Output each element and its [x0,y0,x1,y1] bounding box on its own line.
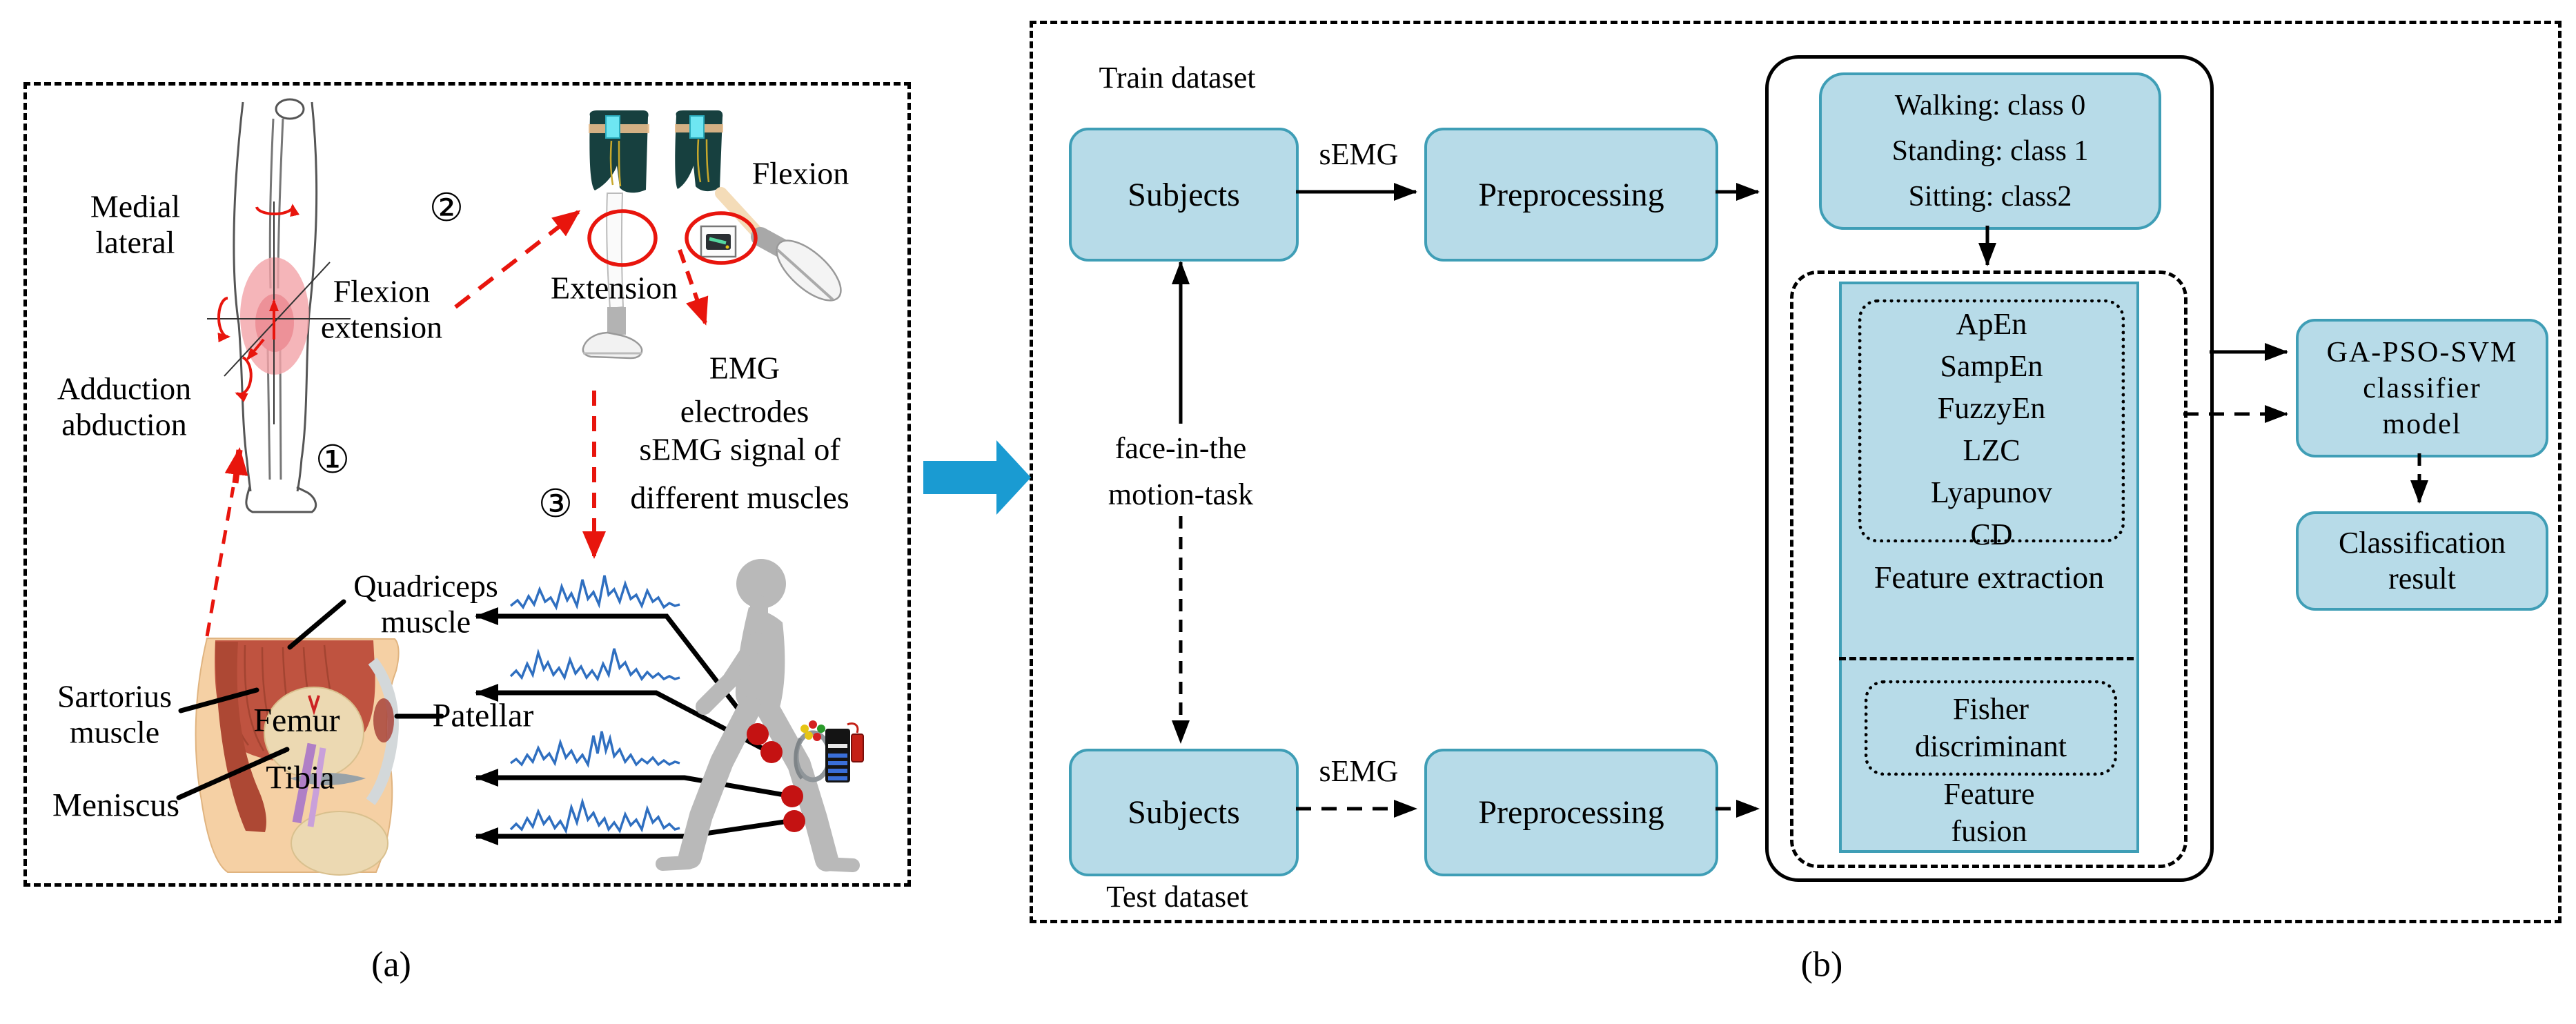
fusion-line2: fusion [1951,814,2027,848]
feature-lyapunov: Lyapunov [1931,475,2052,509]
feature-fusion-label: Feature fusion [1842,776,2136,850]
fisher-line1: Fisher [1953,692,2029,726]
panel-b-caption: (b) [1800,945,1843,985]
feature-stage-dashed-container [1790,270,2187,868]
marker-3-icon: ③ [538,483,573,526]
classification-container [1765,55,2214,882]
adduction-label: Adduction [57,371,192,406]
medial-label: Medial [90,188,181,224]
quadriceps-label-line2: muscle [380,604,471,640]
result-line1: Classification [2339,526,2506,560]
subjects-test-label: Subjects [1128,794,1240,831]
quadriceps-label-line1: Quadriceps [353,568,498,604]
test-dataset-label: Test dataset [1106,879,1248,914]
fisher-dotted-box: Fisher discriminant [1865,680,2117,776]
panel-b-border [1030,21,2562,923]
classifier-model-box: GA-PSO-SVM classifier model [2296,319,2548,457]
feature-lzc: LZC [1963,433,2021,467]
classification-result-box: Classification result [2296,511,2548,611]
class-definition-box: Walking: class 0 Standing: class 1 Sitti… [1819,72,2161,230]
semg-label-test: sEMG [1319,754,1399,788]
marker-2-icon: ② [429,187,464,230]
signal-caption-line1: sEMG signal of [639,431,840,467]
fisher-line2: discriminant [1915,729,2067,763]
meniscus-label: Meniscus [52,787,179,824]
feature-extraction-label: Feature extraction [1874,560,2105,595]
semg-label-train: sEMG [1319,137,1399,171]
preprocessing-box-test: Preprocessing [1424,749,1718,876]
extension-axis-label: extension [320,309,443,345]
result-line2: result [2388,562,2456,595]
lateral-label: lateral [95,224,175,260]
emg-label-line2: electrodes [680,393,809,429]
subjects-train-label: Subjects [1128,176,1240,213]
fusion-line1: Feature [1943,777,2035,811]
train-dataset-label: Train dataset [1099,60,1256,95]
feature-fuzzyen: FuzzyEn [1937,391,2046,425]
panel-link-arrow [923,440,1031,515]
feature-divider [1839,657,2134,660]
preprocessing-test-label: Preprocessing [1478,794,1664,831]
classifier-line1: GA-PSO-SVM [2326,336,2518,368]
walking-class-line: Walking: class 0 [1894,90,2086,121]
subjects-box-train: Subjects [1069,128,1299,262]
face-motion-line2: motion-task [1108,477,1254,511]
feature-list-dotted-box: ApEn SampEn FuzzyEn LZC Lyapunov CD [1858,299,2125,551]
patellar-label: Patellar [432,697,534,734]
feature-cd: CD [1970,518,2013,551]
classifier-line2: classifier [2363,372,2481,404]
flexion-axis-label: Flexion [333,273,431,309]
panel-a-border [23,82,911,887]
signal-caption-line2: different muscles [630,480,849,515]
classifier-line3: model [2382,408,2462,440]
preprocessing-train-label: Preprocessing [1478,176,1664,213]
panel-a-caption: (a) [371,945,411,985]
flexion-motion-label: Flexion [751,155,849,191]
feature-box: ApEn SampEn FuzzyEn LZC Lyapunov CD Feat… [1839,282,2139,853]
feature-sampen: SampEn [1940,349,2043,383]
extension-motion-label: Extension [551,270,678,306]
preprocessing-box-train: Preprocessing [1424,128,1718,262]
feature-apen: ApEn [1956,307,2027,341]
sitting-class-line: Sitting: class2 [1908,181,2072,213]
standing-class-line: Standing: class 1 [1891,135,2089,167]
marker-1-icon: ① [315,439,351,482]
face-motion-line1: face-in-the [1114,431,1247,465]
sartorius-label-line1: Sartorius [57,678,173,714]
emg-label-line1: EMG [709,350,780,386]
femur-label: Femur [253,702,340,739]
abduction-label: abduction [61,406,187,442]
subjects-box-test: Subjects [1069,749,1299,876]
sartorius-label-line2: muscle [69,714,160,750]
tibia-label: Tibia [266,759,335,796]
